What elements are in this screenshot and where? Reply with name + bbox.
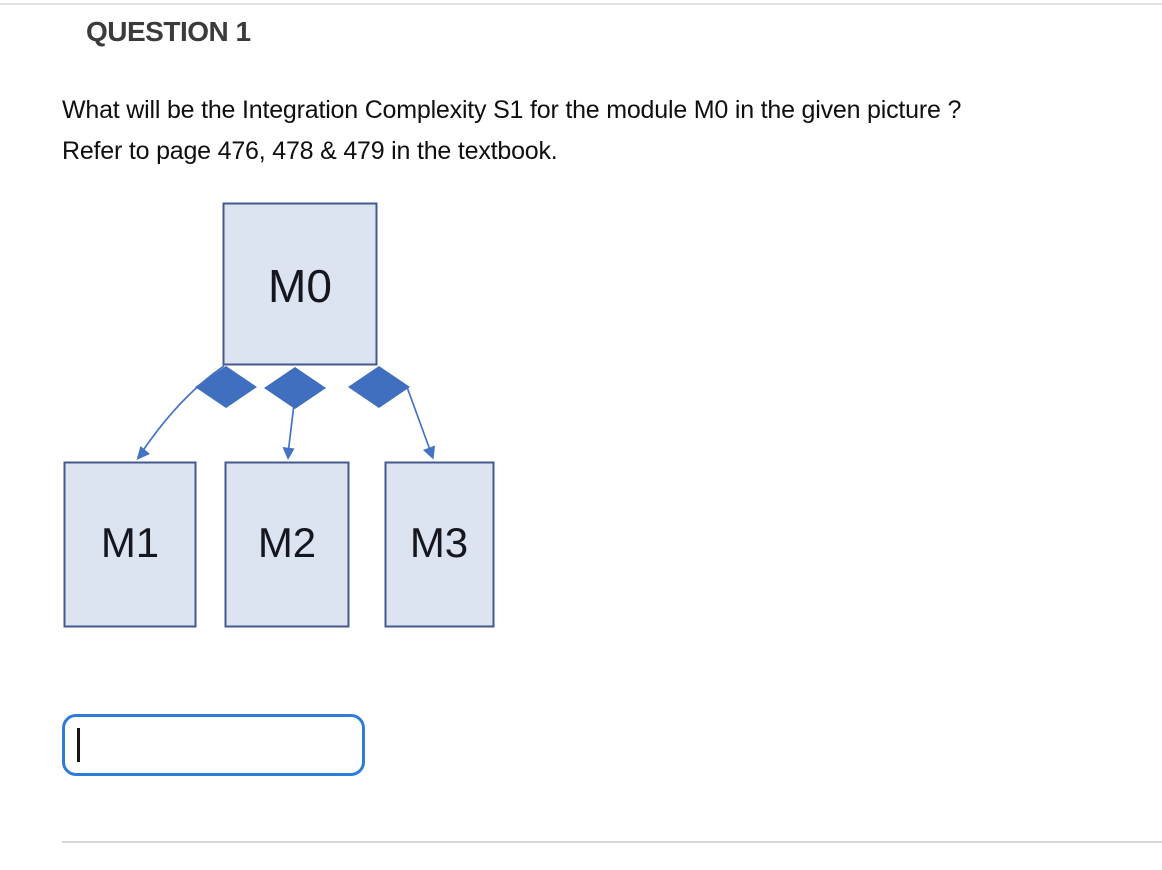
module-box-m0	[222, 202, 378, 366]
question-heading: QUESTION 1	[86, 16, 251, 47]
bottom-divider	[62, 841, 1162, 843]
diamond-connector-left-icon	[195, 366, 257, 408]
answer-input[interactable]	[62, 714, 365, 776]
module-box-m2	[224, 461, 350, 628]
text-cursor	[77, 728, 80, 762]
module-label-m1: M1	[101, 519, 159, 566]
question-line-1: What will be the Integration Complexity …	[62, 96, 962, 124]
top-divider	[0, 3, 1162, 5]
arrowhead-m1-icon	[136, 446, 150, 460]
arrowhead-m3-icon	[423, 445, 435, 460]
diamond-connector-middle-icon	[264, 367, 326, 409]
module-box-m3	[384, 461, 495, 628]
question-line-2: Refer to page 476, 478 & 479 in the text…	[62, 137, 558, 165]
connector-m0-m3	[406, 386, 431, 451]
diamond-connector-right-icon	[348, 366, 410, 408]
module-box-m1	[63, 461, 197, 628]
connector-m0-m1	[141, 365, 225, 453]
module-label-m3: M3	[410, 519, 468, 566]
module-label-m2: M2	[258, 519, 316, 566]
module-label-m0: M0	[268, 260, 332, 312]
module-structure-diagram: M0 M1 M2 M3	[63, 202, 495, 628]
arrowhead-m2-icon	[282, 447, 295, 460]
connector-m0-m2	[287, 403, 295, 451]
question-text: What will be the Integration Complexity …	[62, 90, 961, 172]
